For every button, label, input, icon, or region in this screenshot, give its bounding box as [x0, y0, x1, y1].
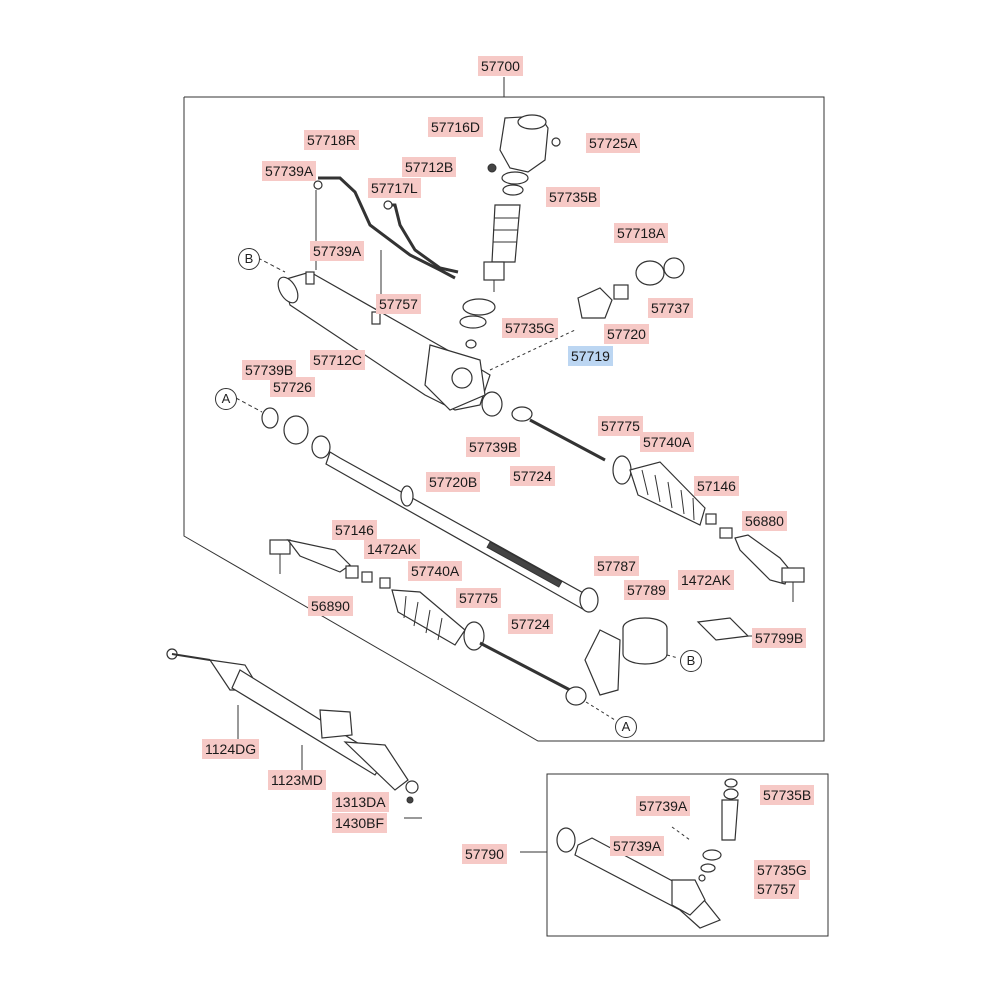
part-label-57716d[interactable]: 57716D: [428, 117, 484, 137]
part-label-56880[interactable]: 56880: [742, 511, 787, 531]
part-label-57712c[interactable]: 57712C: [310, 350, 366, 370]
part-label-57146-2[interactable]: 57146: [332, 520, 377, 540]
part-label-1124dg[interactable]: 1124DG: [202, 739, 260, 759]
part-label-57735g-2[interactable]: 57735G: [754, 860, 810, 880]
part-label-57720[interactable]: 57720: [604, 324, 649, 344]
part-label-57700[interactable]: 57700: [478, 56, 523, 76]
part-label-57799b[interactable]: 57799B: [752, 628, 807, 648]
left-tie-rod-part: [479, 641, 571, 692]
part-label-57735b-2[interactable]: 57735B: [760, 785, 815, 805]
pinion-shaft-part: [483, 204, 521, 292]
part-label-1472ak-1[interactable]: 1472AK: [364, 539, 420, 559]
part-label-57789[interactable]: 57789: [624, 580, 669, 600]
mount-bushing-part: [622, 617, 668, 665]
part-label-1472ak-2[interactable]: 1472AK: [678, 570, 734, 590]
part-label-57739b-2[interactable]: 57739B: [466, 437, 521, 457]
ref-marker-b-2: B: [680, 650, 702, 672]
ref-marker-b-1: B: [238, 248, 260, 270]
part-label-57739b-1[interactable]: 57739B: [242, 360, 297, 380]
part-label-57757-1[interactable]: 57757: [376, 294, 421, 314]
part-label-57735b-1[interactable]: 57735B: [546, 187, 601, 207]
part-label-57775-1[interactable]: 57775: [598, 416, 643, 436]
part-label-56890[interactable]: 56890: [308, 596, 353, 616]
part-label-57737[interactable]: 57737: [648, 298, 693, 318]
ref-marker-a-2: A: [615, 716, 637, 738]
part-label-57739a-1[interactable]: 57739A: [262, 161, 317, 181]
right-tie-rod-end-part: [734, 534, 805, 602]
inset-housing-part: [556, 827, 721, 929]
part-label-57726[interactable]: 57726: [270, 377, 315, 397]
part-label-1313da[interactable]: 1313DA: [332, 792, 389, 812]
part-label-57717l[interactable]: 57717L: [368, 178, 421, 198]
part-label-57739a-3[interactable]: 57739A: [636, 796, 691, 816]
right-boot-part: [629, 461, 706, 526]
part-label-57775-2[interactable]: 57775: [456, 588, 501, 608]
left-boot-part: [391, 589, 466, 646]
valve-body-part: [487, 114, 561, 173]
rack-housing-part: [277, 271, 491, 411]
overall-assembly-view-part: [166, 648, 419, 794]
part-label-57740a-1[interactable]: 57740A: [640, 432, 695, 452]
rack-guide-part: [577, 287, 613, 319]
left-tie-rod-end-part: [269, 539, 351, 574]
part-label-1123md[interactable]: 1123MD: [268, 770, 326, 790]
right-tie-rod-part: [511, 406, 606, 462]
clamp-bracket-part: [584, 629, 621, 696]
ref-marker-a-1: A: [215, 388, 237, 410]
rack-bar-part: [325, 451, 599, 613]
part-label-57724-1[interactable]: 57724: [510, 466, 555, 486]
part-label-57740a-2[interactable]: 57740A: [408, 561, 463, 581]
part-label-57724-2[interactable]: 57724: [508, 614, 553, 634]
part-label-57739a-2[interactable]: 57739A: [310, 241, 365, 261]
inset-assembly-frame: [546, 773, 829, 937]
part-label-57790[interactable]: 57790: [462, 844, 507, 864]
part-label-57718r[interactable]: 57718R: [304, 130, 360, 150]
main-assembly-frame: [183, 96, 825, 742]
part-label-57757-2[interactable]: 57757: [754, 879, 799, 899]
part-label-57712b[interactable]: 57712B: [402, 157, 457, 177]
part-label-1430bf[interactable]: 1430BF: [332, 813, 388, 833]
part-label-57720b[interactable]: 57720B: [426, 472, 481, 492]
part-label-57739a-4[interactable]: 57739A: [610, 836, 665, 856]
part-label-57718a[interactable]: 57718A: [614, 223, 669, 243]
hydraulic-lines-part: [313, 176, 459, 280]
part-label-57725a[interactable]: 57725A: [586, 133, 641, 153]
part-label-57146-1[interactable]: 57146: [694, 476, 739, 496]
part-label-57719[interactable]: 57719: [568, 346, 613, 366]
part-label-57735g-1[interactable]: 57735G: [502, 318, 558, 338]
part-label-57787[interactable]: 57787: [594, 556, 639, 576]
